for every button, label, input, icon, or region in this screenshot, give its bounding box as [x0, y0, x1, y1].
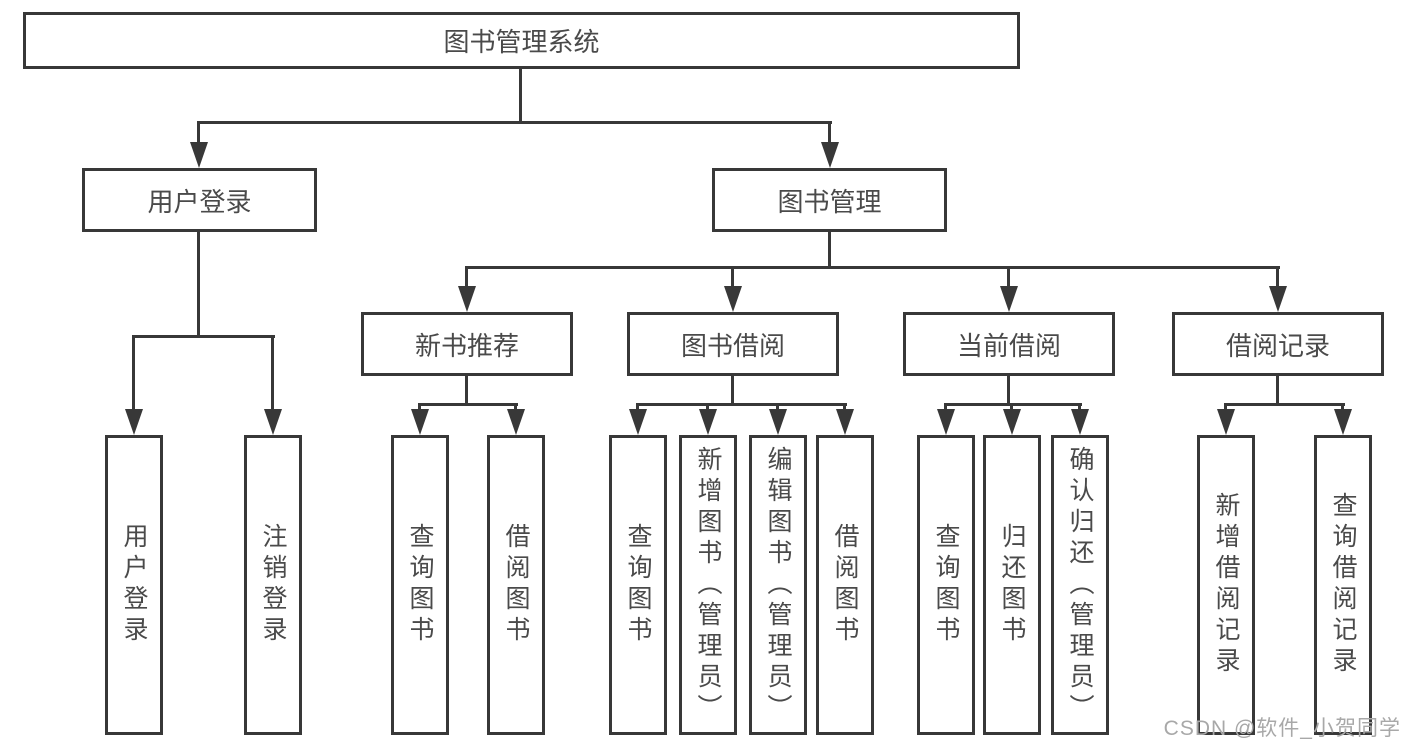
leaf-borrow-borrow-books-label: 借阅图书	[831, 523, 859, 647]
node-borrow-records-label: 借阅记录	[1225, 330, 1330, 361]
connector-vline	[776, 403, 779, 413]
connector-hline	[197, 121, 832, 124]
connector-vline	[1007, 376, 1010, 406]
leaf-borrow-add-books-admin-label: 新增图书（管理员）	[694, 445, 722, 725]
leaf-records-add-record-label: 新增借阅记录	[1212, 492, 1240, 678]
connector-vline	[1341, 403, 1344, 413]
connector-vline	[636, 403, 639, 413]
arrow-down-icon	[264, 409, 282, 435]
arrow-down-icon	[724, 286, 742, 312]
leaf-current-query-books: 查询图书	[917, 435, 975, 735]
connector-vline	[418, 403, 421, 413]
node-root-label: 图书管理系统	[443, 27, 600, 57]
arrow-down-icon	[629, 409, 647, 435]
leaf-borrow-add-books-admin: 新增图书（管理员）	[679, 435, 737, 735]
leaf-borrow-query-books-label: 查询图书	[624, 523, 652, 647]
arrow-down-icon	[1217, 409, 1235, 435]
leaf-current-return-books: 归还图书	[983, 435, 1041, 735]
leaf-records-query-record-label: 查询借阅记录	[1329, 492, 1357, 678]
node-book-management-label: 图书管理	[777, 186, 882, 217]
arrow-down-icon	[1334, 409, 1352, 435]
node-current-borrow: 当前借阅	[903, 312, 1115, 376]
leaf-current-return-books-label: 归还图书	[998, 523, 1026, 647]
connector-hline	[1224, 403, 1345, 406]
node-book-management: 图书管理	[712, 168, 947, 232]
arrow-down-icon	[1003, 409, 1021, 435]
node-user-login: 用户登录	[82, 168, 317, 232]
connector-vline	[1276, 266, 1279, 288]
arrow-down-icon	[1071, 409, 1089, 435]
connector-vline	[944, 403, 947, 413]
arrow-down-icon	[821, 142, 839, 168]
connector-vline	[731, 376, 734, 406]
node-borrow-records: 借阅记录	[1172, 312, 1384, 376]
connector-vline	[1078, 403, 1081, 413]
leaf-newbook-borrow-books: 借阅图书	[487, 435, 545, 735]
leaf-user-login-label: 用户登录	[120, 523, 148, 647]
connector-vline	[706, 403, 709, 413]
connector-hline	[944, 403, 1082, 406]
leaf-newbook-query-books: 查询图书	[391, 435, 449, 735]
leaf-newbook-borrow-books-label: 借阅图书	[502, 523, 530, 647]
leaf-logout-label: 注销登录	[259, 523, 287, 647]
connector-vline	[1010, 403, 1013, 413]
connector-hline	[636, 403, 847, 406]
leaf-logout: 注销登录	[244, 435, 302, 735]
arrow-down-icon	[937, 409, 955, 435]
node-user-login-label: 用户登录	[147, 186, 252, 217]
connector-vline	[465, 376, 468, 406]
leaf-borrow-edit-books-admin: 编辑图书（管理员）	[749, 435, 807, 735]
connector-hline	[132, 335, 275, 338]
arrow-down-icon	[836, 409, 854, 435]
leaf-current-confirm-return-admin: 确认归还（管理员）	[1051, 435, 1109, 735]
connector-vline	[731, 266, 734, 288]
arrow-down-icon	[1000, 286, 1018, 312]
arrow-down-icon	[507, 409, 525, 435]
csdn-watermark: CSDN @软件_小贺同学	[1163, 717, 1401, 740]
connector-vline	[1276, 376, 1279, 406]
connector-vline	[1224, 403, 1227, 413]
node-new-book-recommend-label: 新书推荐	[414, 330, 519, 361]
arrow-down-icon	[125, 409, 143, 435]
arrow-down-icon	[411, 409, 429, 435]
arrow-down-icon	[1269, 286, 1287, 312]
connector-vline	[271, 335, 274, 411]
arrow-down-icon	[699, 409, 717, 435]
leaf-user-login: 用户登录	[105, 435, 163, 735]
connector-vline	[843, 403, 846, 413]
leaf-newbook-query-books-label: 查询图书	[406, 523, 434, 647]
connector-vline	[828, 121, 831, 145]
leaf-current-confirm-return-admin-label: 确认归还（管理员）	[1066, 445, 1094, 725]
connector-vline	[197, 232, 200, 338]
arrow-down-icon	[769, 409, 787, 435]
node-current-borrow-label: 当前借阅	[956, 330, 1061, 361]
leaf-borrow-edit-books-admin-label: 编辑图书（管理员）	[764, 445, 792, 725]
connector-hline	[418, 403, 518, 406]
arrow-down-icon	[190, 142, 208, 168]
leaf-current-query-books-label: 查询图书	[932, 523, 960, 647]
leaf-borrow-borrow-books: 借阅图书	[816, 435, 874, 735]
connector-vline	[132, 335, 135, 411]
leaf-borrow-query-books: 查询图书	[609, 435, 667, 735]
node-new-book-recommend: 新书推荐	[361, 312, 573, 376]
arrow-down-icon	[458, 286, 476, 312]
leaf-records-query-record: 查询借阅记录	[1314, 435, 1372, 735]
connector-vline	[197, 121, 200, 145]
connector-vline	[514, 403, 517, 413]
connector-vline	[1007, 266, 1010, 288]
connector-vline	[519, 69, 522, 124]
connector-hline	[465, 266, 1280, 269]
connector-vline	[465, 266, 468, 288]
leaf-records-add-record: 新增借阅记录	[1197, 435, 1255, 735]
node-book-borrow-label: 图书借阅	[680, 330, 785, 361]
node-book-borrow: 图书借阅	[627, 312, 839, 376]
connector-vline	[828, 232, 831, 269]
node-root-system: 图书管理系统	[23, 12, 1020, 69]
